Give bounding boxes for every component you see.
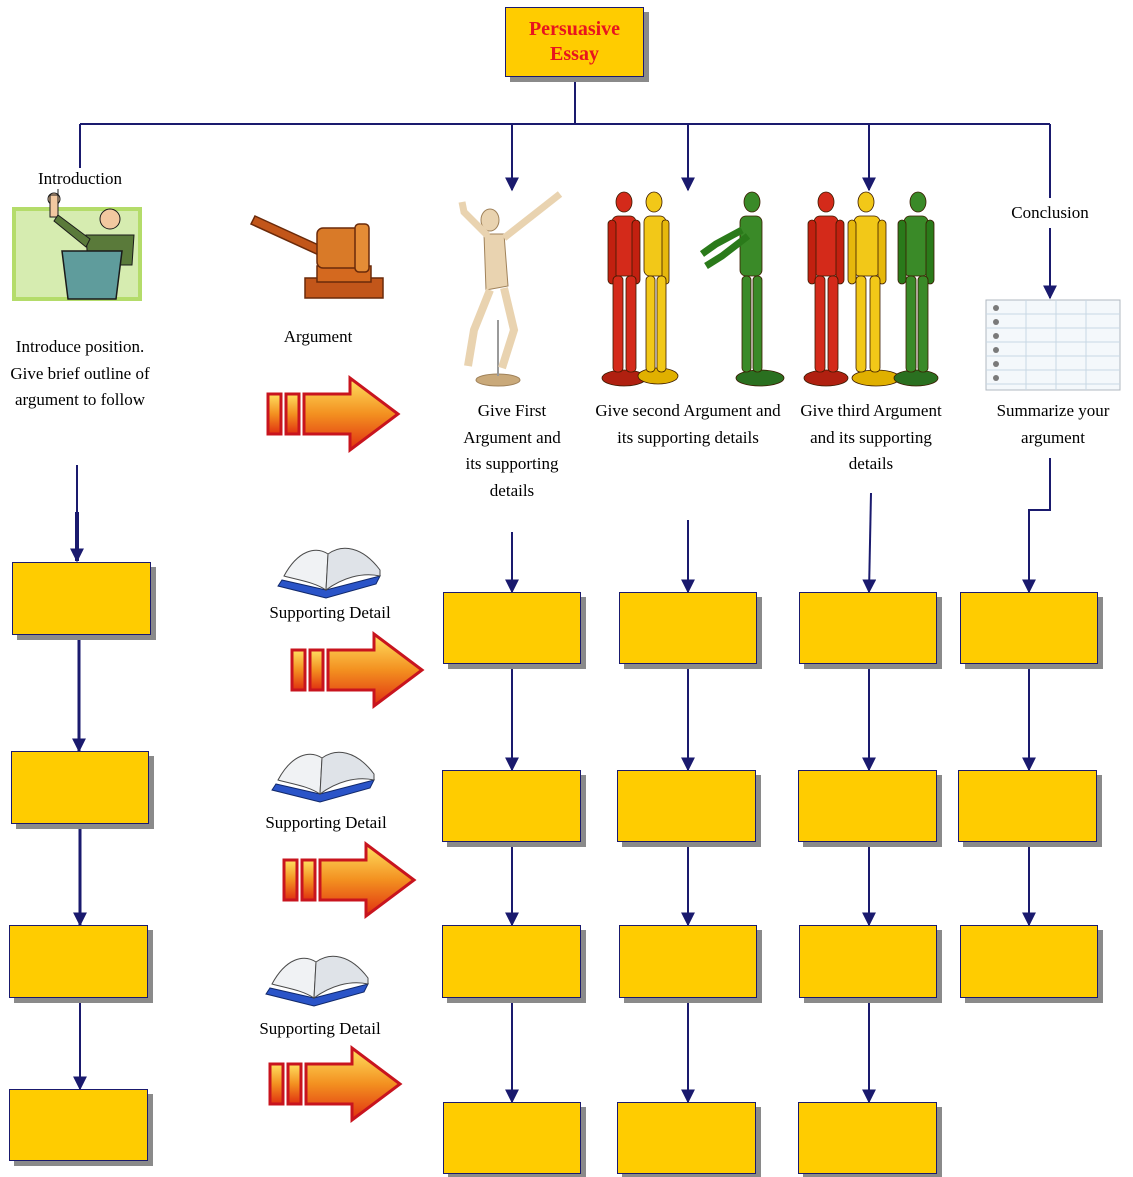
notepad-icon — [985, 299, 1121, 391]
introduction-connectors — [70, 465, 87, 1091]
first-argument-box — [443, 1102, 581, 1174]
block-arrow-icon — [282, 841, 417, 919]
block-arrow-icon — [290, 631, 425, 709]
three-mannequins-icon — [803, 191, 939, 387]
block-arrow-icon — [268, 1045, 403, 1123]
introduction-box — [11, 751, 149, 824]
third-argument-box — [798, 770, 937, 842]
argument-heading: Argument — [283, 327, 353, 346]
introduction-box — [12, 562, 151, 635]
conclusion-box — [960, 925, 1098, 998]
speaker-at-podium-icon — [12, 189, 142, 301]
second-argument-box — [617, 1102, 756, 1174]
introduction-box — [9, 925, 148, 998]
second-argument-box — [617, 770, 756, 842]
block-arrow-icon — [266, 375, 401, 453]
third-argument-box — [799, 925, 937, 998]
second-argument-box — [619, 592, 757, 664]
open-book-icon — [277, 547, 381, 599]
supporting-detail-label: Supporting Detail — [269, 603, 391, 622]
third-argument-box — [798, 1102, 937, 1174]
first-argument-box — [443, 592, 581, 664]
second-argument-box — [619, 925, 757, 998]
conclusion-box — [960, 592, 1098, 664]
wooden-mannequin-icon — [458, 191, 563, 387]
gavel-icon — [249, 215, 384, 299]
diagram-title: Persuasive Essay — [528, 18, 621, 65]
introduction-heading: Introduction — [37, 169, 123, 188]
third-argument-description: Give third Argument and its supporting d… — [800, 401, 942, 473]
first-argument-box — [442, 770, 581, 842]
conclusion-heading: Conclusion — [1011, 203, 1089, 222]
second-argument-description: Give second Argument and its supporting … — [595, 401, 781, 447]
open-book-icon — [265, 955, 369, 1007]
open-book-icon — [271, 751, 375, 803]
introduction-box — [9, 1089, 148, 1161]
third-argument-box — [799, 592, 937, 664]
conclusion-box — [958, 770, 1097, 842]
three-mannequins-icon — [601, 191, 785, 387]
supporting-detail-label: Supporting Detail — [265, 813, 387, 832]
tree-connectors — [79, 80, 1057, 300]
introduction-description: Introduce position. Give brief outline o… — [10, 337, 150, 409]
title-box: Persuasive Essay — [505, 7, 644, 77]
argument-connectors — [505, 458, 1051, 1104]
first-argument-box — [442, 925, 581, 998]
supporting-detail-label: Supporting Detail — [259, 1019, 381, 1038]
first-argument-description: Give First Argument and its supporting d… — [463, 401, 561, 500]
conclusion-description: Summarize your argument — [996, 401, 1110, 447]
